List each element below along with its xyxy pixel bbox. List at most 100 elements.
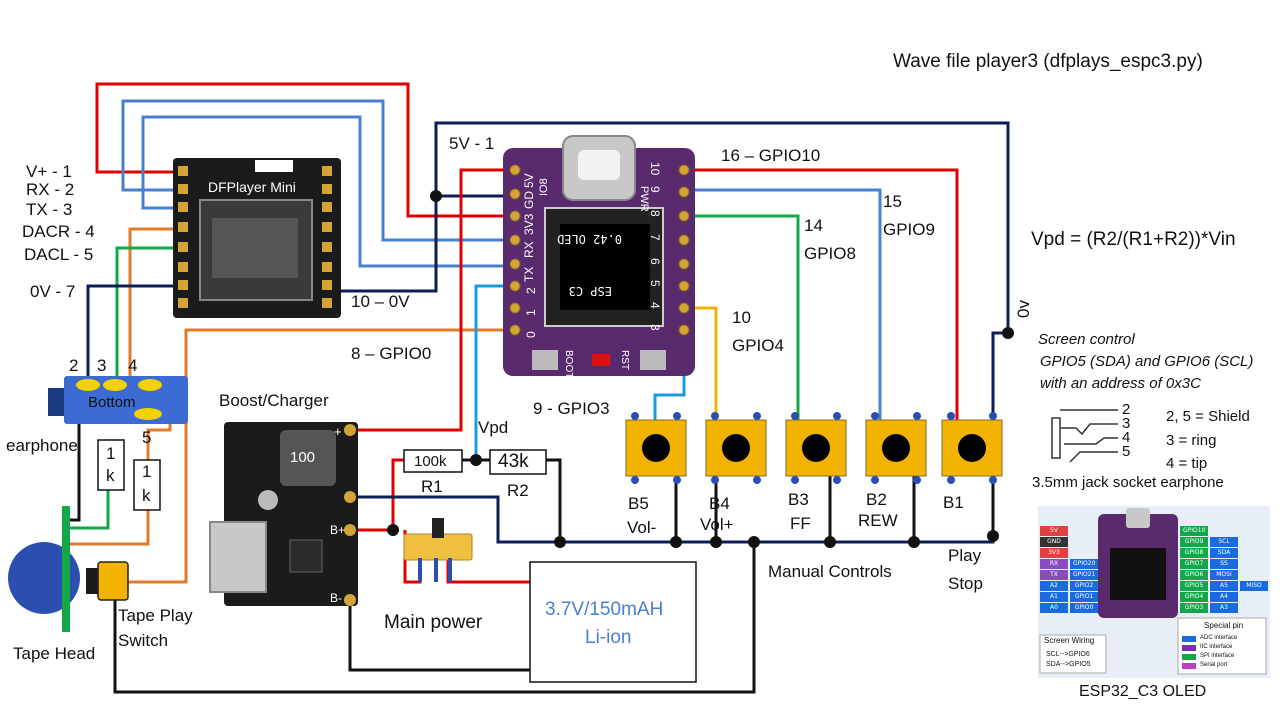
esp-pin-1: 1 xyxy=(524,309,538,316)
pinout-row: GND xyxy=(1040,537,1098,547)
tape-head xyxy=(8,506,80,632)
wire-df-gnd xyxy=(326,121,1010,536)
inductor-label: 100 xyxy=(290,449,316,466)
pinout-cell: A1 xyxy=(1040,592,1068,602)
vpd-label: Vpd xyxy=(478,418,509,437)
df-pin-tx: TX - 3 xyxy=(26,200,73,219)
wire-0v xyxy=(86,284,183,386)
jack-num-5: 5 xyxy=(142,428,152,447)
wire-0v-down xyxy=(66,400,81,522)
manual-controls-label: Manual Controls xyxy=(768,562,892,581)
resistor-r1 xyxy=(403,449,463,473)
r1k-b-k: k xyxy=(142,486,151,505)
jack-note-ring: 3 = ring xyxy=(1166,432,1217,449)
label-gpio8-num: 14 xyxy=(804,216,823,235)
boost-pin-plus: + xyxy=(334,424,342,439)
pinout-cell: A2 xyxy=(1040,581,1068,591)
esp-pin-9: 9 xyxy=(648,186,662,193)
pinout-cell: GND xyxy=(1040,537,1068,547)
pinout-cell: 5V xyxy=(1040,526,1068,536)
pinout-row: GPIO10 xyxy=(1180,526,1268,536)
boost-charger-label: Boost/Charger xyxy=(219,391,329,410)
special-pin-iic: IIC interface xyxy=(1200,644,1233,650)
oled-line2: ESP C3 xyxy=(568,284,612,298)
pinout-cell: RX xyxy=(1040,559,1068,569)
df-pin-0v: 0V - 7 xyxy=(30,282,76,301)
pinout-cell: GPIO7 xyxy=(1180,559,1208,569)
tape-switch-label-1: Tape Play xyxy=(118,606,193,625)
pinout-cell: GPIO0 xyxy=(1070,603,1098,613)
boost-pin-bplus: B+ xyxy=(330,523,346,537)
esp-pwr: PWR xyxy=(638,186,650,212)
label-gpio4: GPIO4 xyxy=(732,336,784,355)
pinout-cell: GPIO6 xyxy=(1180,570,1208,580)
button-b5 xyxy=(625,412,687,484)
special-pin-adc: ADC interface xyxy=(1200,635,1238,641)
tape-play-switch xyxy=(86,561,129,601)
esp-boot: BOOT xyxy=(563,350,574,379)
pinout-cell: SDA xyxy=(1210,548,1238,558)
resistor-1k-b xyxy=(133,459,161,511)
df-pin-dacr: DACR - 4 xyxy=(22,222,95,241)
esp-pin-gd: GD xyxy=(522,191,536,209)
esp-pin-3v3: 3V3 xyxy=(522,213,536,235)
wire-switch-bat xyxy=(446,560,530,584)
label-gpio10: 16 – GPIO10 xyxy=(721,146,821,165)
jack-num-2: 2 xyxy=(69,356,79,375)
pinout-cell: GPIO3 xyxy=(1180,603,1208,613)
voltage-divider-formula: Vpd = (R2/(R1+R2))*Vin xyxy=(1031,229,1236,250)
jack-sym-pin-2: 2 xyxy=(1122,401,1131,418)
pinout-cell: 3V3 xyxy=(1040,548,1068,558)
wire-gpio8 xyxy=(684,214,800,420)
screen-wiring-sda: SDA-->GPIO5 xyxy=(1046,661,1091,668)
wire-gpio2 xyxy=(474,284,512,460)
r2-value: 43k xyxy=(498,451,529,472)
esp-rst: RST xyxy=(619,350,630,370)
pinout-cell: GPIO10 xyxy=(1180,526,1209,536)
esp-pin-6: 6 xyxy=(648,258,662,265)
special-pin-spi: SPI interface xyxy=(1200,653,1235,659)
r1-name: R1 xyxy=(421,477,443,496)
r1-value: 100k xyxy=(414,453,447,470)
esp-pin-rx: RX xyxy=(522,241,536,258)
pinout-row: 5V xyxy=(1040,526,1098,536)
button-b2 xyxy=(865,412,927,484)
label-gpio9: GPIO9 xyxy=(883,220,935,239)
label-gpio4-num: 10 xyxy=(732,308,751,327)
pinout-cell: SS xyxy=(1210,559,1238,569)
tape-head-label: Tape Head xyxy=(13,644,96,663)
button-b4 xyxy=(705,412,767,484)
wire-r2-end xyxy=(545,458,562,542)
pinout-cell: GPIO1 xyxy=(1070,592,1098,602)
pinout-cell: A5 xyxy=(1210,581,1238,591)
main-power-label: Main power xyxy=(384,612,483,633)
r1k-a-1: 1 xyxy=(106,444,116,463)
pinout-cell: GPIO2 xyxy=(1070,581,1098,591)
pinout-cell: SCL xyxy=(1210,537,1238,547)
main-power-switch xyxy=(403,518,473,582)
pinout-cell: MOSI xyxy=(1210,570,1238,580)
btn-b4-func: Vol+ xyxy=(700,515,734,534)
wire-orange-head xyxy=(66,510,150,546)
esp-pin-0: 0 xyxy=(524,331,538,338)
r1k-b-1: 1 xyxy=(142,462,152,481)
btn-b3-label: B3 xyxy=(788,490,809,509)
dfplayer-title: DFPlayer Mini xyxy=(208,179,296,195)
jack-symbol xyxy=(1051,409,1118,463)
resistor-r2 xyxy=(489,449,547,475)
esp-pin-10: 10 xyxy=(648,162,662,176)
wire-gpio0 xyxy=(128,328,512,584)
pinout-cell: GPIO20 xyxy=(1070,559,1099,569)
label-5v: 5V - 1 xyxy=(449,134,495,153)
jack-note-shield: 2, 5 = Shield xyxy=(1166,408,1250,425)
label-gpio8: GPIO8 xyxy=(804,244,856,263)
esp-pin-2: 2 xyxy=(524,287,538,294)
